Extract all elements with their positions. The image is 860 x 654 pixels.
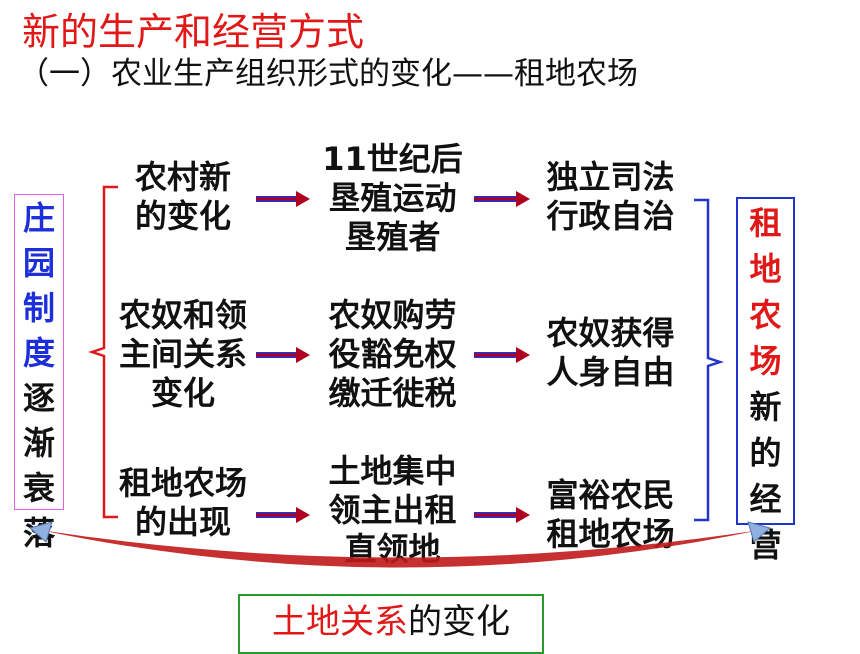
row3-process-line: 土地集中 [328,452,457,490]
row1-result: 独立司法 行政自治 [528,158,693,236]
row1-process-line: 11世纪后 [322,140,463,178]
row3-cause: 租地农场 的出现 [104,464,262,542]
right-label-char: 租 [749,204,782,242]
arrow-right-icon [474,347,530,363]
right-label-char: 的 [749,434,782,472]
row2-cause-line: 农奴和领 [118,296,247,334]
right-bracket [694,198,724,522]
right-label-char: 农 [749,296,782,334]
row1-cause-line: 的变化 [134,197,231,235]
arrow-right-icon [474,507,530,523]
left-label-char: 度 [22,334,55,372]
arrow-right-icon [256,507,310,523]
row2-cause-line: 主间关系 [118,335,247,373]
arrow-right-icon [474,191,530,207]
bottom-label-black: 的变化 [408,602,510,642]
row2-process: 农奴购劳 役豁免权 缴迁徙税 [310,296,475,413]
row1-process-line: 垦殖者 [344,218,441,256]
row2-process-line: 役豁免权 [328,335,457,373]
left-bracket [88,185,118,519]
row3-process-line: 领主出租 [328,491,457,529]
row1-process: 11世纪后 垦殖运动 垦殖者 [310,140,475,257]
section-subtitle: （一）农业生产组织形式的变化——租地农场 [18,56,638,92]
row1-result-line: 行政自治 [546,197,675,235]
left-label-char: 庄 [22,199,55,237]
right-label-char: 场 [749,342,782,380]
right-label-char: 地 [749,250,782,288]
row2-result: 农奴获得 人身自由 [528,314,693,392]
left-label-char: 渐 [22,424,55,462]
row2-process-line: 缴迁徙税 [328,374,457,412]
row3-result: 富裕农民 租地农场 [528,476,693,554]
curved-double-arrow-icon [28,521,772,568]
row3-process: 土地集中 领主出租 直领地 [310,452,475,569]
arrow-right-icon [256,191,310,207]
row2-result-line: 人身自由 [546,353,675,391]
left-label-char: 逐 [22,379,55,417]
row1-cause: 农村新 的变化 [108,158,258,236]
right-label-box [736,197,795,525]
row3-cause-line: 租地农场 [118,464,247,502]
row3-result-line: 富裕农民 [546,476,675,514]
right-label-char: 经 [749,480,782,518]
row3-cause-line: 的出现 [134,503,231,541]
left-label-char: 制 [22,289,55,327]
bottom-label: 土地关系的变化 [238,600,544,644]
row1-cause-line: 农村新 [134,158,231,196]
row1-process-line: 垦殖运动 [328,179,457,217]
page-title: 新的生产和经营方式 [22,10,365,54]
right-label: 租 地 农 场 新 的 经 营 [736,200,795,568]
row2-cause-line: 变化 [150,374,215,412]
row1-result-line: 独立司法 [546,158,675,196]
row2-cause: 农奴和领 主间关系 变化 [104,296,262,413]
arrow-right-icon [256,347,310,363]
row2-process-line: 农奴购劳 [328,296,457,334]
bottom-label-red: 土地关系 [272,602,408,642]
left-label-char: 园 [22,244,55,282]
row2-result-line: 农奴获得 [546,314,675,352]
left-label-char: 衰 [22,469,55,507]
right-label-char: 新 [749,388,782,426]
left-label: 庄 园 制 度 逐 渐 衰 落 [14,196,64,556]
left-label-box [14,194,64,510]
